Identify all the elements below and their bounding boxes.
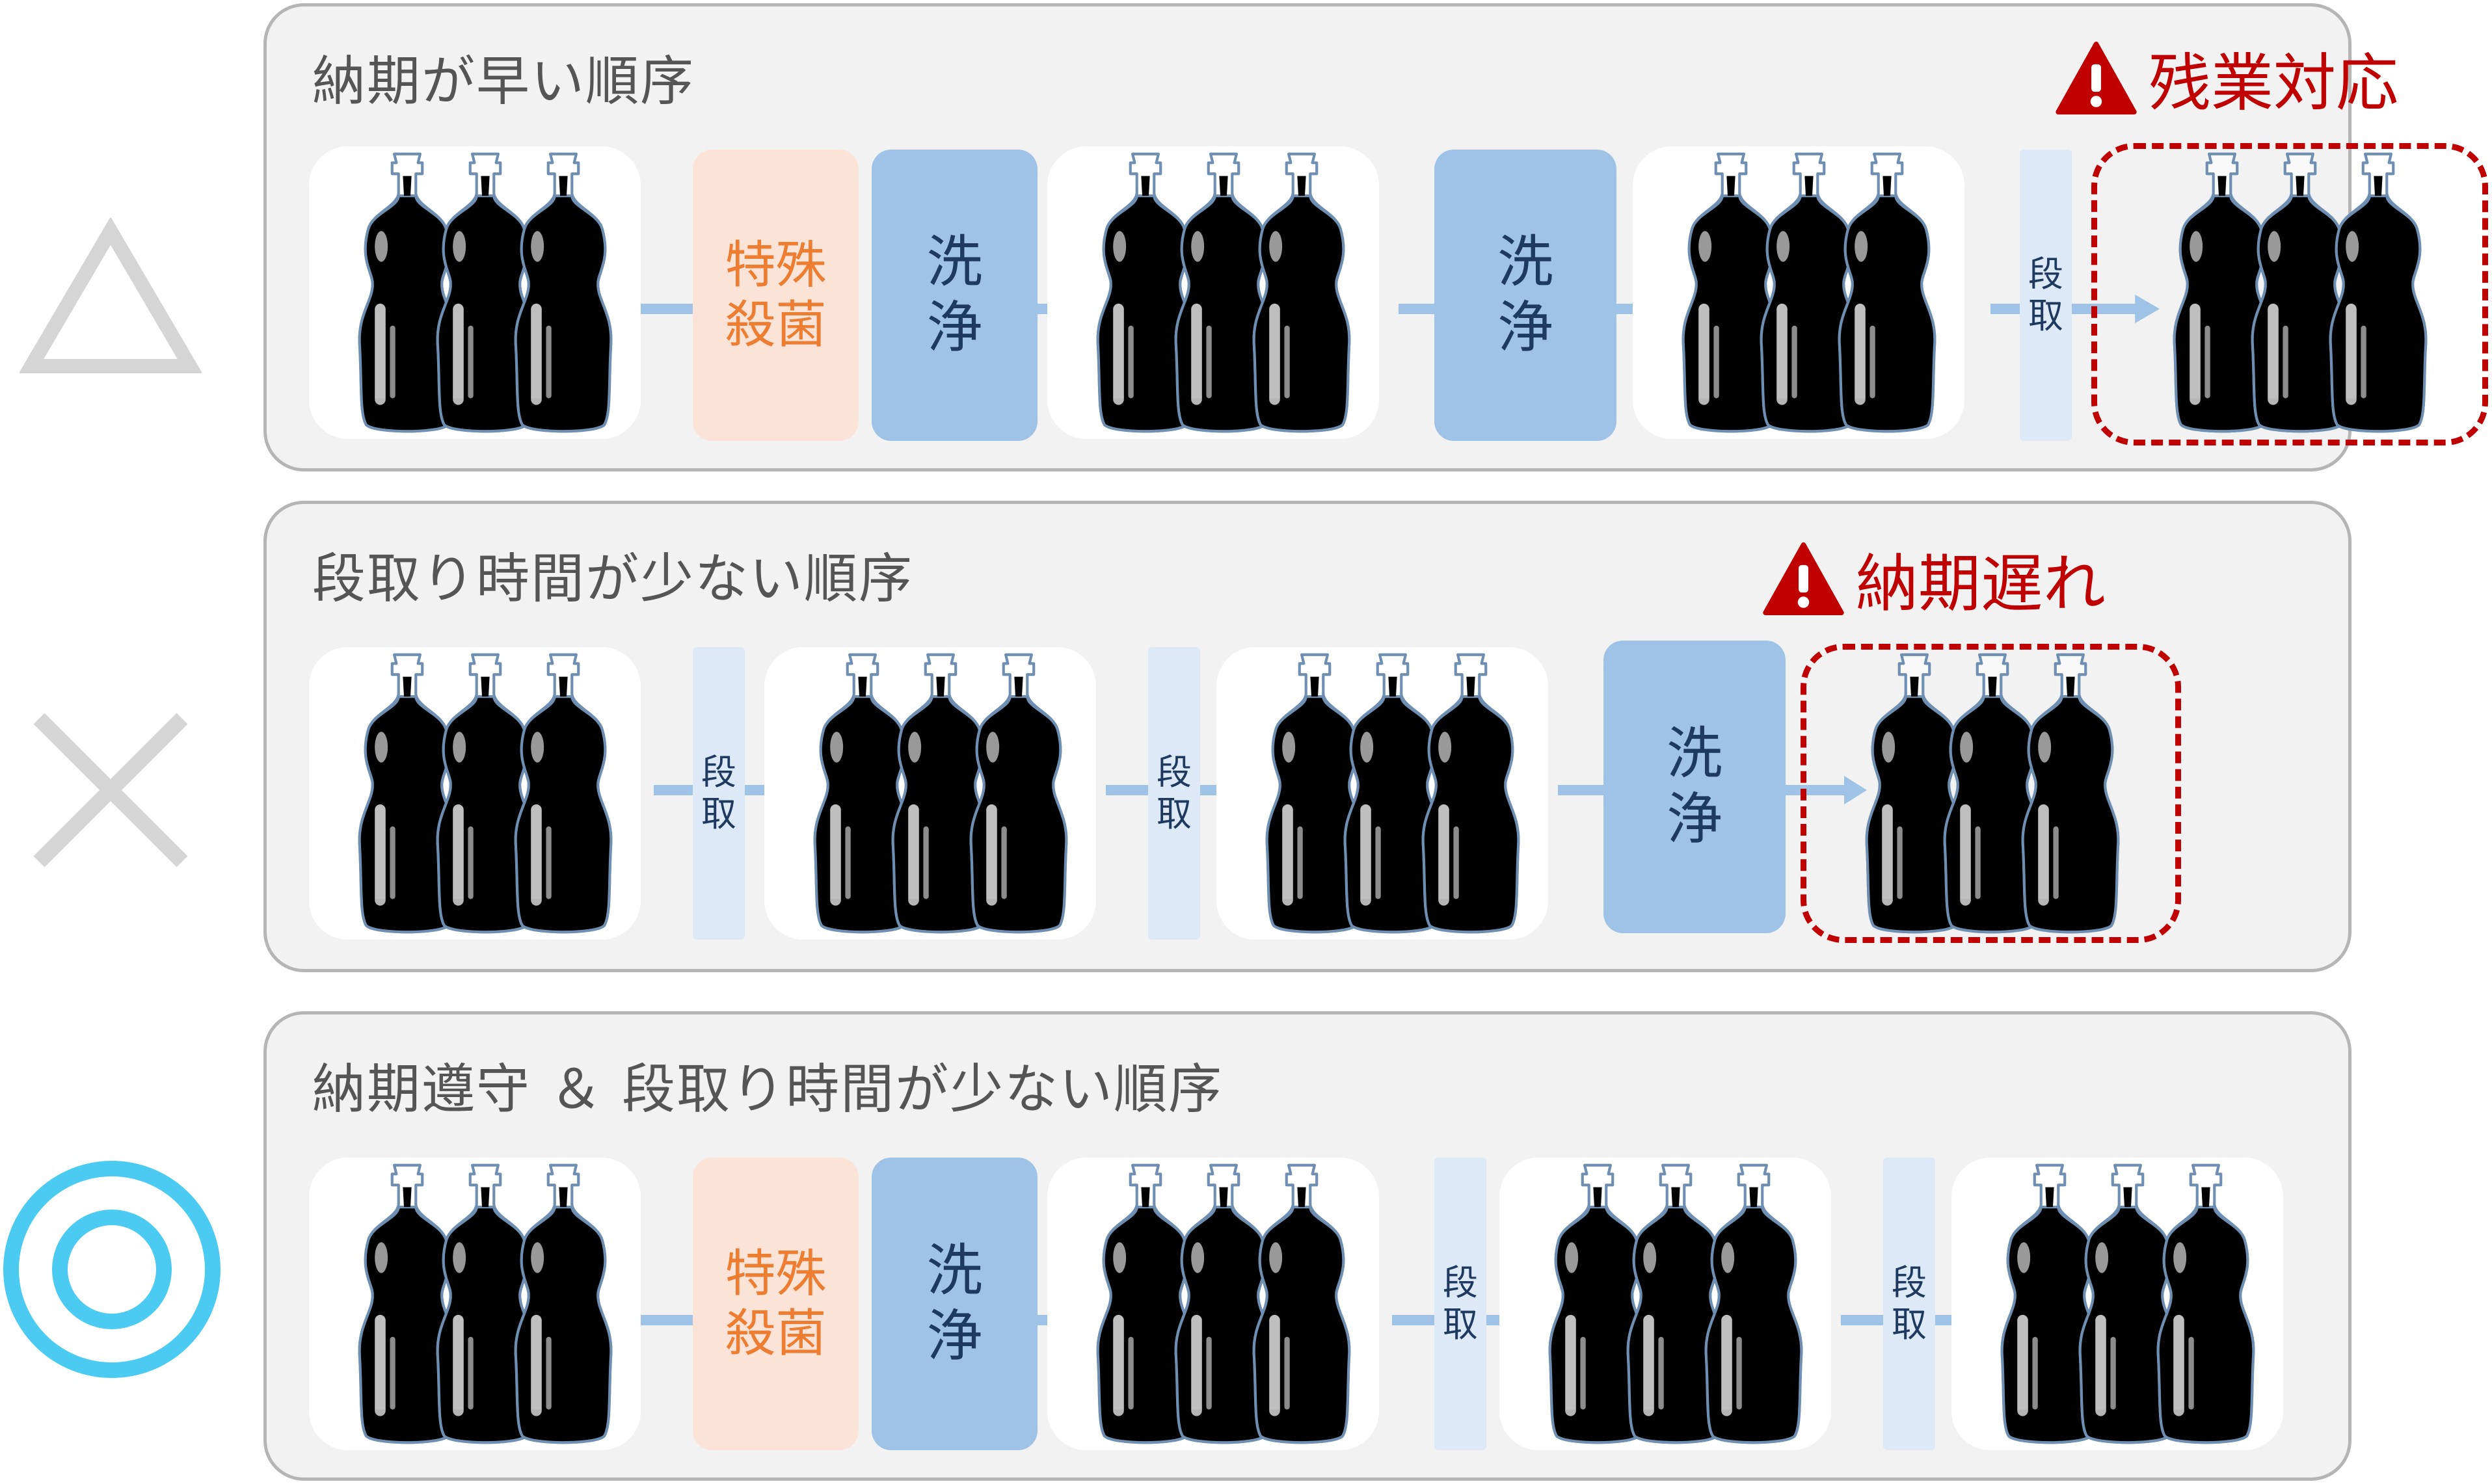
flow-arrow-icon (1841, 1315, 1883, 1325)
setup-step: 段 取 (1148, 647, 1200, 940)
panel-title: 段取り時間が少ない順序 (312, 548, 914, 610)
warning-delivery-delay: 納期遅れ (1763, 533, 2106, 624)
special-sterilization-step: 特殊 殺菌 (693, 150, 859, 441)
warning-label: 残業対応 (2149, 47, 2398, 120)
step-label: 段 取 (1892, 1262, 1927, 1345)
bottle-group-yellow (1828, 647, 2160, 940)
panel-title: 納期が早い順序 (312, 51, 695, 113)
delay-highlight-box (1801, 644, 2181, 943)
bottle-icon (1417, 650, 1525, 936)
wash-step: 洗 浄 (872, 150, 1038, 441)
warning-overtime: 残業対応 (2056, 33, 2398, 123)
panel-title: 納期遵守 ＆ 段取り時間が少ない順序 (312, 1059, 1224, 1120)
overtime-highlight-box (2091, 143, 2488, 445)
step-label: 段 取 (1157, 752, 1192, 834)
wash-step: 洗 浄 (1434, 150, 1616, 441)
bottle-group-dark-green (1216, 647, 1548, 940)
bottle-icon (509, 650, 617, 936)
bottle-icon (1248, 150, 1356, 436)
warning-label: 納期遅れ (1856, 548, 2106, 620)
flow-arrow-icon (1106, 785, 1148, 795)
flow-arrow-icon (641, 304, 693, 314)
wash-step: 洗 浄 (872, 1158, 1038, 1450)
flow-arrow-icon (641, 1315, 693, 1325)
bottle-group-dark-green (2124, 146, 2456, 439)
flow-arrow-icon (1399, 304, 1434, 314)
bottle-icon (2324, 150, 2432, 436)
bottle-icon (509, 1161, 617, 1447)
setup-step: 段 取 (1434, 1158, 1486, 1450)
warning-icon (1763, 542, 1844, 615)
bottle-icon (2152, 1161, 2260, 1447)
step-label: 洗 浄 (926, 1238, 983, 1369)
triangle-icon (20, 218, 202, 373)
wash-step: 洗 浄 (1603, 641, 1786, 933)
step-label: 段 取 (1443, 1262, 1478, 1345)
cross-icon (33, 713, 188, 868)
step-label: 段 取 (701, 752, 736, 834)
bottle-group-blue (1633, 146, 1964, 439)
bottle-group-light-green (1047, 146, 1379, 439)
flow-arrow-icon (1558, 785, 1603, 795)
bottle-icon (509, 150, 617, 436)
bottle-group-blue (309, 647, 641, 940)
setup-step: 段 取 (1883, 1158, 1935, 1450)
double-circle-icon (3, 1161, 221, 1378)
bottle-group-blue (1047, 1158, 1379, 1450)
bottle-icon (1248, 1161, 1356, 1447)
bottle-group-light-green (1499, 1158, 1831, 1450)
step-label: 特殊 殺菌 (725, 1244, 827, 1363)
special-sterilization-step: 特殊 殺菌 (693, 1158, 859, 1450)
bottle-group-light-green (764, 647, 1096, 940)
setup-step: 段 取 (693, 647, 745, 940)
bottle-icon (965, 650, 1073, 936)
flow-arrow-icon (654, 785, 693, 795)
bottle-icon (1833, 150, 1941, 436)
step-label: 特殊 殺菌 (725, 235, 827, 354)
step-label: 洗 浄 (1667, 721, 1722, 852)
flow-arrow-icon (1392, 1315, 1434, 1325)
flow-arrow-icon (1990, 304, 2020, 314)
step-label: 段 取 (2028, 254, 2063, 336)
step-label: 洗 浄 (926, 229, 983, 360)
bottle-icon (1700, 1161, 1808, 1447)
setup-step: 段 取 (2020, 150, 2072, 441)
bottle-group-yellow (309, 146, 641, 439)
step-label: 洗 浄 (1497, 229, 1553, 360)
warning-icon (2056, 42, 2137, 114)
bottle-group-dark-green (1951, 1158, 2283, 1450)
bottle-icon (2016, 650, 2124, 936)
bottle-group-yellow (309, 1158, 641, 1450)
